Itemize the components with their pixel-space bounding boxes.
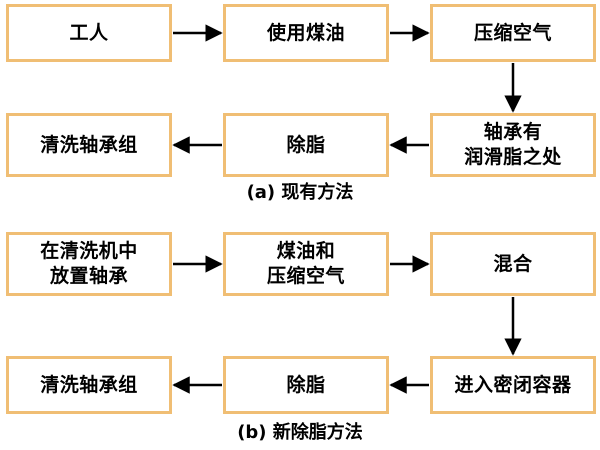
node-grease-location: 轴承有 润滑脂之处: [430, 113, 596, 177]
node-worker: 工人: [6, 4, 172, 62]
node-degrease-a: 除脂: [223, 113, 389, 177]
node-kerosene-and-air: 煤油和 压缩空气: [223, 232, 389, 296]
node-grease-location-label: 轴承有 润滑脂之处: [464, 121, 562, 168]
node-mix: 混合: [430, 232, 596, 296]
node-clean-bearing-group-a-label: 清洗轴承组: [40, 133, 138, 156]
node-place-bearing-label: 在清洗机中 放置轴承: [40, 240, 138, 287]
node-use-kerosene: 使用煤油: [223, 4, 389, 62]
node-use-kerosene-label: 使用煤油: [266, 21, 345, 44]
node-degrease-a-label: 除脂: [286, 133, 326, 156]
node-compressed-air: 压缩空气: [430, 4, 596, 62]
node-enter-container-label: 进入密闭容器: [454, 373, 572, 396]
node-clean-bearing-group-a: 清洗轴承组: [6, 113, 172, 177]
node-compressed-air-label: 压缩空气: [473, 21, 552, 44]
caption-b: (b) 新除脂方法: [237, 422, 363, 443]
node-clean-bearing-group-b: 清洗轴承组: [6, 356, 172, 414]
node-mix-label: 混合: [493, 252, 533, 275]
node-worker-label: 工人: [69, 21, 109, 44]
caption-a: (a) 现有方法: [246, 182, 354, 203]
node-degrease-b: 除脂: [223, 356, 389, 414]
node-clean-bearing-group-b-label: 清洗轴承组: [40, 373, 138, 396]
node-kerosene-and-air-label: 煤油和 压缩空气: [266, 240, 345, 287]
node-enter-container: 进入密闭容器: [430, 356, 596, 414]
node-place-bearing: 在清洗机中 放置轴承: [6, 232, 172, 296]
node-degrease-b-label: 除脂: [286, 373, 326, 396]
